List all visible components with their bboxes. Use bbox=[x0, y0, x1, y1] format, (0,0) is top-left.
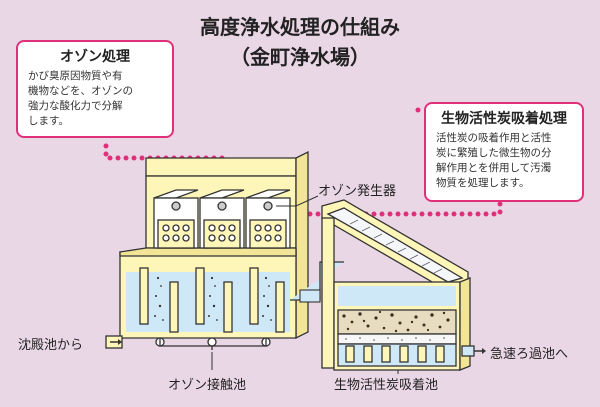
inlet-label: 沈殿池から bbox=[18, 338, 84, 353]
outlet-label: 急速ろ過池へ bbox=[490, 347, 569, 362]
dotted-connectors bbox=[103, 143, 109, 157]
ozone-callout-title: オゾン処理 bbox=[60, 49, 130, 65]
page-subtitle: （金町浄水場） bbox=[230, 45, 370, 69]
support-layer bbox=[337, 333, 457, 345]
ozone-bubbles bbox=[154, 276, 272, 321]
bio-connector-line bbox=[305, 201, 503, 217]
ozone-connector bbox=[103, 143, 109, 157]
gravel-dots bbox=[345, 337, 445, 341]
bio-tank-water bbox=[338, 286, 456, 306]
bio-tank-label: 生物活性炭吸着池 bbox=[334, 378, 439, 393]
bio-tank-wall bbox=[321, 217, 335, 369]
ozone-treatment-callout: オゾン処理 かび臭原因物質や有 機物などを、オゾンの 強力な酸化力で分解 します… bbox=[16, 40, 174, 138]
ozone-diffusers bbox=[155, 337, 271, 347]
bio-carbon-tank bbox=[321, 199, 471, 371]
outlet-pipe bbox=[461, 345, 486, 357]
bio-callout-title: 生物活性炭吸着処理 bbox=[441, 111, 567, 127]
bio-treatment-callout: 生物活性炭吸着処理 活性炭の吸着作用と活性 炭に繁殖した微生物の分 解作用とを併… bbox=[424, 102, 584, 202]
ozone-tank-top bbox=[145, 157, 297, 177]
ozone-generator-label: オゾン発生器 bbox=[318, 184, 397, 199]
page-title: 高度浄水処理の仕組み bbox=[200, 15, 400, 39]
ozone-tank-water bbox=[126, 272, 290, 332]
transfer-pipe-body bbox=[299, 289, 321, 303]
carbon-granules bbox=[342, 310, 450, 333]
ozone-generator-units bbox=[153, 189, 291, 249]
generator-leader-line bbox=[276, 195, 319, 207]
ozone-gas-pipe bbox=[159, 338, 267, 350]
bio-callout-body: 活性炭の吸着作用と活性 炭に繁殖した微生物の分 解作用とを併用して汚濁 物質を処… bbox=[436, 132, 552, 189]
ozone-tank-label: オゾン接触池 bbox=[168, 378, 247, 393]
ozone-tank-side bbox=[295, 150, 309, 340]
ozone-callout-body: かび臭原因物質や有 機物などを、オゾンの 強力な酸化力で分解 します。 bbox=[28, 70, 133, 127]
inlet-pipe bbox=[105, 335, 123, 349]
ozone-tank-rim bbox=[119, 247, 297, 257]
